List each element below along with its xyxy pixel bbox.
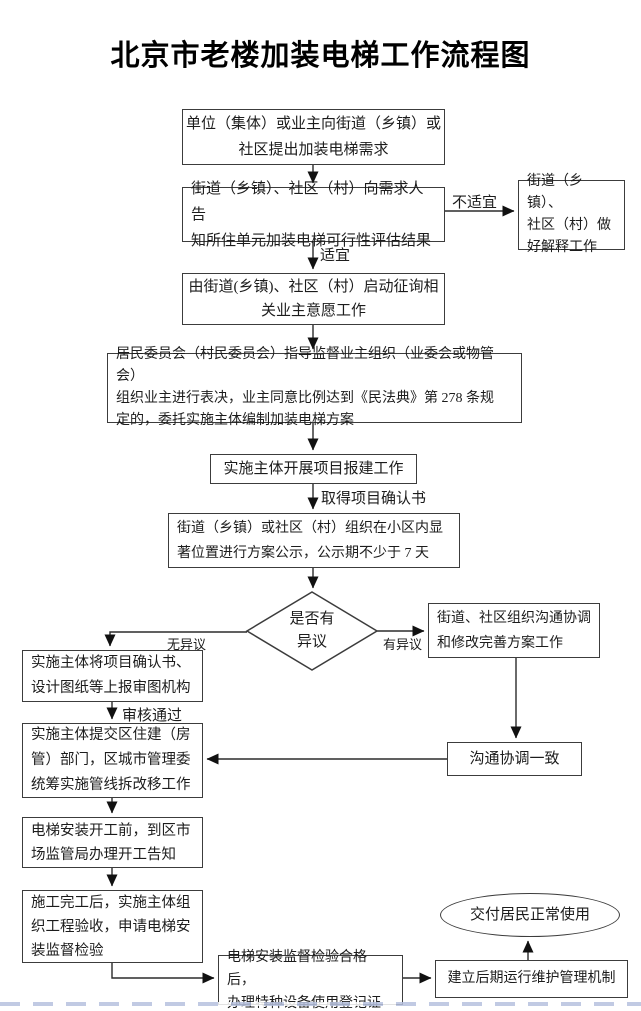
edge-label-suitable: 适宜 xyxy=(320,248,351,264)
node-registration: 电梯安装监督检验合格后， 办理特种设备使用登记证 xyxy=(218,950,403,1011)
node-acceptance-text: 施工完工后，实施主体组 织工程验收，申请电梯安 装监督检验 xyxy=(31,894,191,959)
node-agree-text: 沟通协调一致 xyxy=(469,751,560,767)
arrow-acceptance-registration xyxy=(111,963,215,984)
node-vote-text: 居民委员会（村民委员会）指导监督业主组织（业委会或物管会） 组织业主进行表决，业… xyxy=(116,347,494,428)
node-coordinate: 街道、社区组织沟通协调 和修改完善方案工作 xyxy=(428,603,600,658)
node-demand-text: 单位（集体）或业主向街道（乡镇）或 社区提出加装电梯需求 xyxy=(185,116,441,158)
page-bottom-marquee xyxy=(0,1002,641,1006)
node-start-notice-text: 电梯安装开工前，到区市 场监管局办理开工告知 xyxy=(31,822,191,863)
node-review: 实施主体将项目确认书、 设计图纸等上报审图机构 xyxy=(22,650,203,702)
node-maintenance: 建立后期运行维护管理机制 xyxy=(435,960,628,998)
node-explain: 街道（乡镇）、 社区（村）做 好解释工作 xyxy=(518,174,625,255)
node-explain-text: 街道（乡镇）、 社区（村）做 好解释工作 xyxy=(527,174,611,255)
node-acceptance: 施工完工后，实施主体组 织工程验收，申请电梯安 装监督检验 xyxy=(22,890,203,963)
node-delivery: 交付居民正常使用 xyxy=(440,893,620,937)
node-coordinate-text: 街道、社区组织沟通协调 和修改完善方案工作 xyxy=(437,610,591,651)
node-consult-text: 由街道(乡镇)、社区（村）启动征询相 关业主意愿工作 xyxy=(188,279,439,319)
node-decision-text: 是否有 异议 xyxy=(289,611,335,650)
node-publicity-text: 街道（乡镇）或社区（村）组织在小区内显 著位置进行方案公示，公示期不少于 7 天 xyxy=(177,520,443,561)
node-filing-text: 实施主体开展项目报建工作 xyxy=(223,461,404,477)
edge-label-confirmation: 取得项目确认书 xyxy=(321,491,427,507)
node-consult: 由街道(乡镇)、社区（村）启动征询相 关业主意愿工作 xyxy=(182,273,445,325)
node-start-notice: 电梯安装开工前，到区市 场监管局办理开工告知 xyxy=(22,817,203,868)
edge-label-unsuitable: 不适宜 xyxy=(452,195,498,211)
node-notify: 街道（乡镇）、社区（村）向需求人告 知所住单元加装电梯可行性评估结果 xyxy=(182,181,445,249)
node-agree: 沟通协调一致 xyxy=(447,742,582,776)
node-demand: 单位（集体）或业主向街道（乡镇）或 社区提出加装电梯需求 xyxy=(182,109,445,165)
page-title: 北京市老楼加装电梯工作流程图 xyxy=(110,40,531,72)
node-maintenance-text: 建立后期运行维护管理机制 xyxy=(447,971,616,986)
node-vote: 居民委员会（村民委员会）指导监督业主组织（业委会或物管会） 组织业主进行表决，业… xyxy=(107,347,522,428)
node-publicity: 街道（乡镇）或社区（村）组织在小区内显 著位置进行方案公示，公示期不少于 7 天 xyxy=(168,513,460,568)
node-delivery-text: 交付居民正常使用 xyxy=(469,907,590,923)
node-filing: 实施主体开展项目报建工作 xyxy=(210,454,417,484)
node-notify-text: 街道（乡镇）、社区（村）向需求人告 知所住单元加装电梯可行性评估结果 xyxy=(191,180,432,249)
edge-label-objection: 有异议 xyxy=(383,637,423,652)
node-pipeline: 实施主体提交区住建（房 管）部门，区城市管理委 统筹实施管线拆改移工作 xyxy=(22,723,203,798)
node-pipeline-text: 实施主体提交区住建（房 管）部门，区城市管理委 统筹实施管线拆改移工作 xyxy=(31,727,191,793)
node-review-text: 实施主体将项目确认书、 设计图纸等上报审图机构 xyxy=(31,655,191,696)
edge-label-no-objection: 无异议 xyxy=(167,637,207,652)
edge-label-approved: 审核通过 xyxy=(122,708,183,724)
